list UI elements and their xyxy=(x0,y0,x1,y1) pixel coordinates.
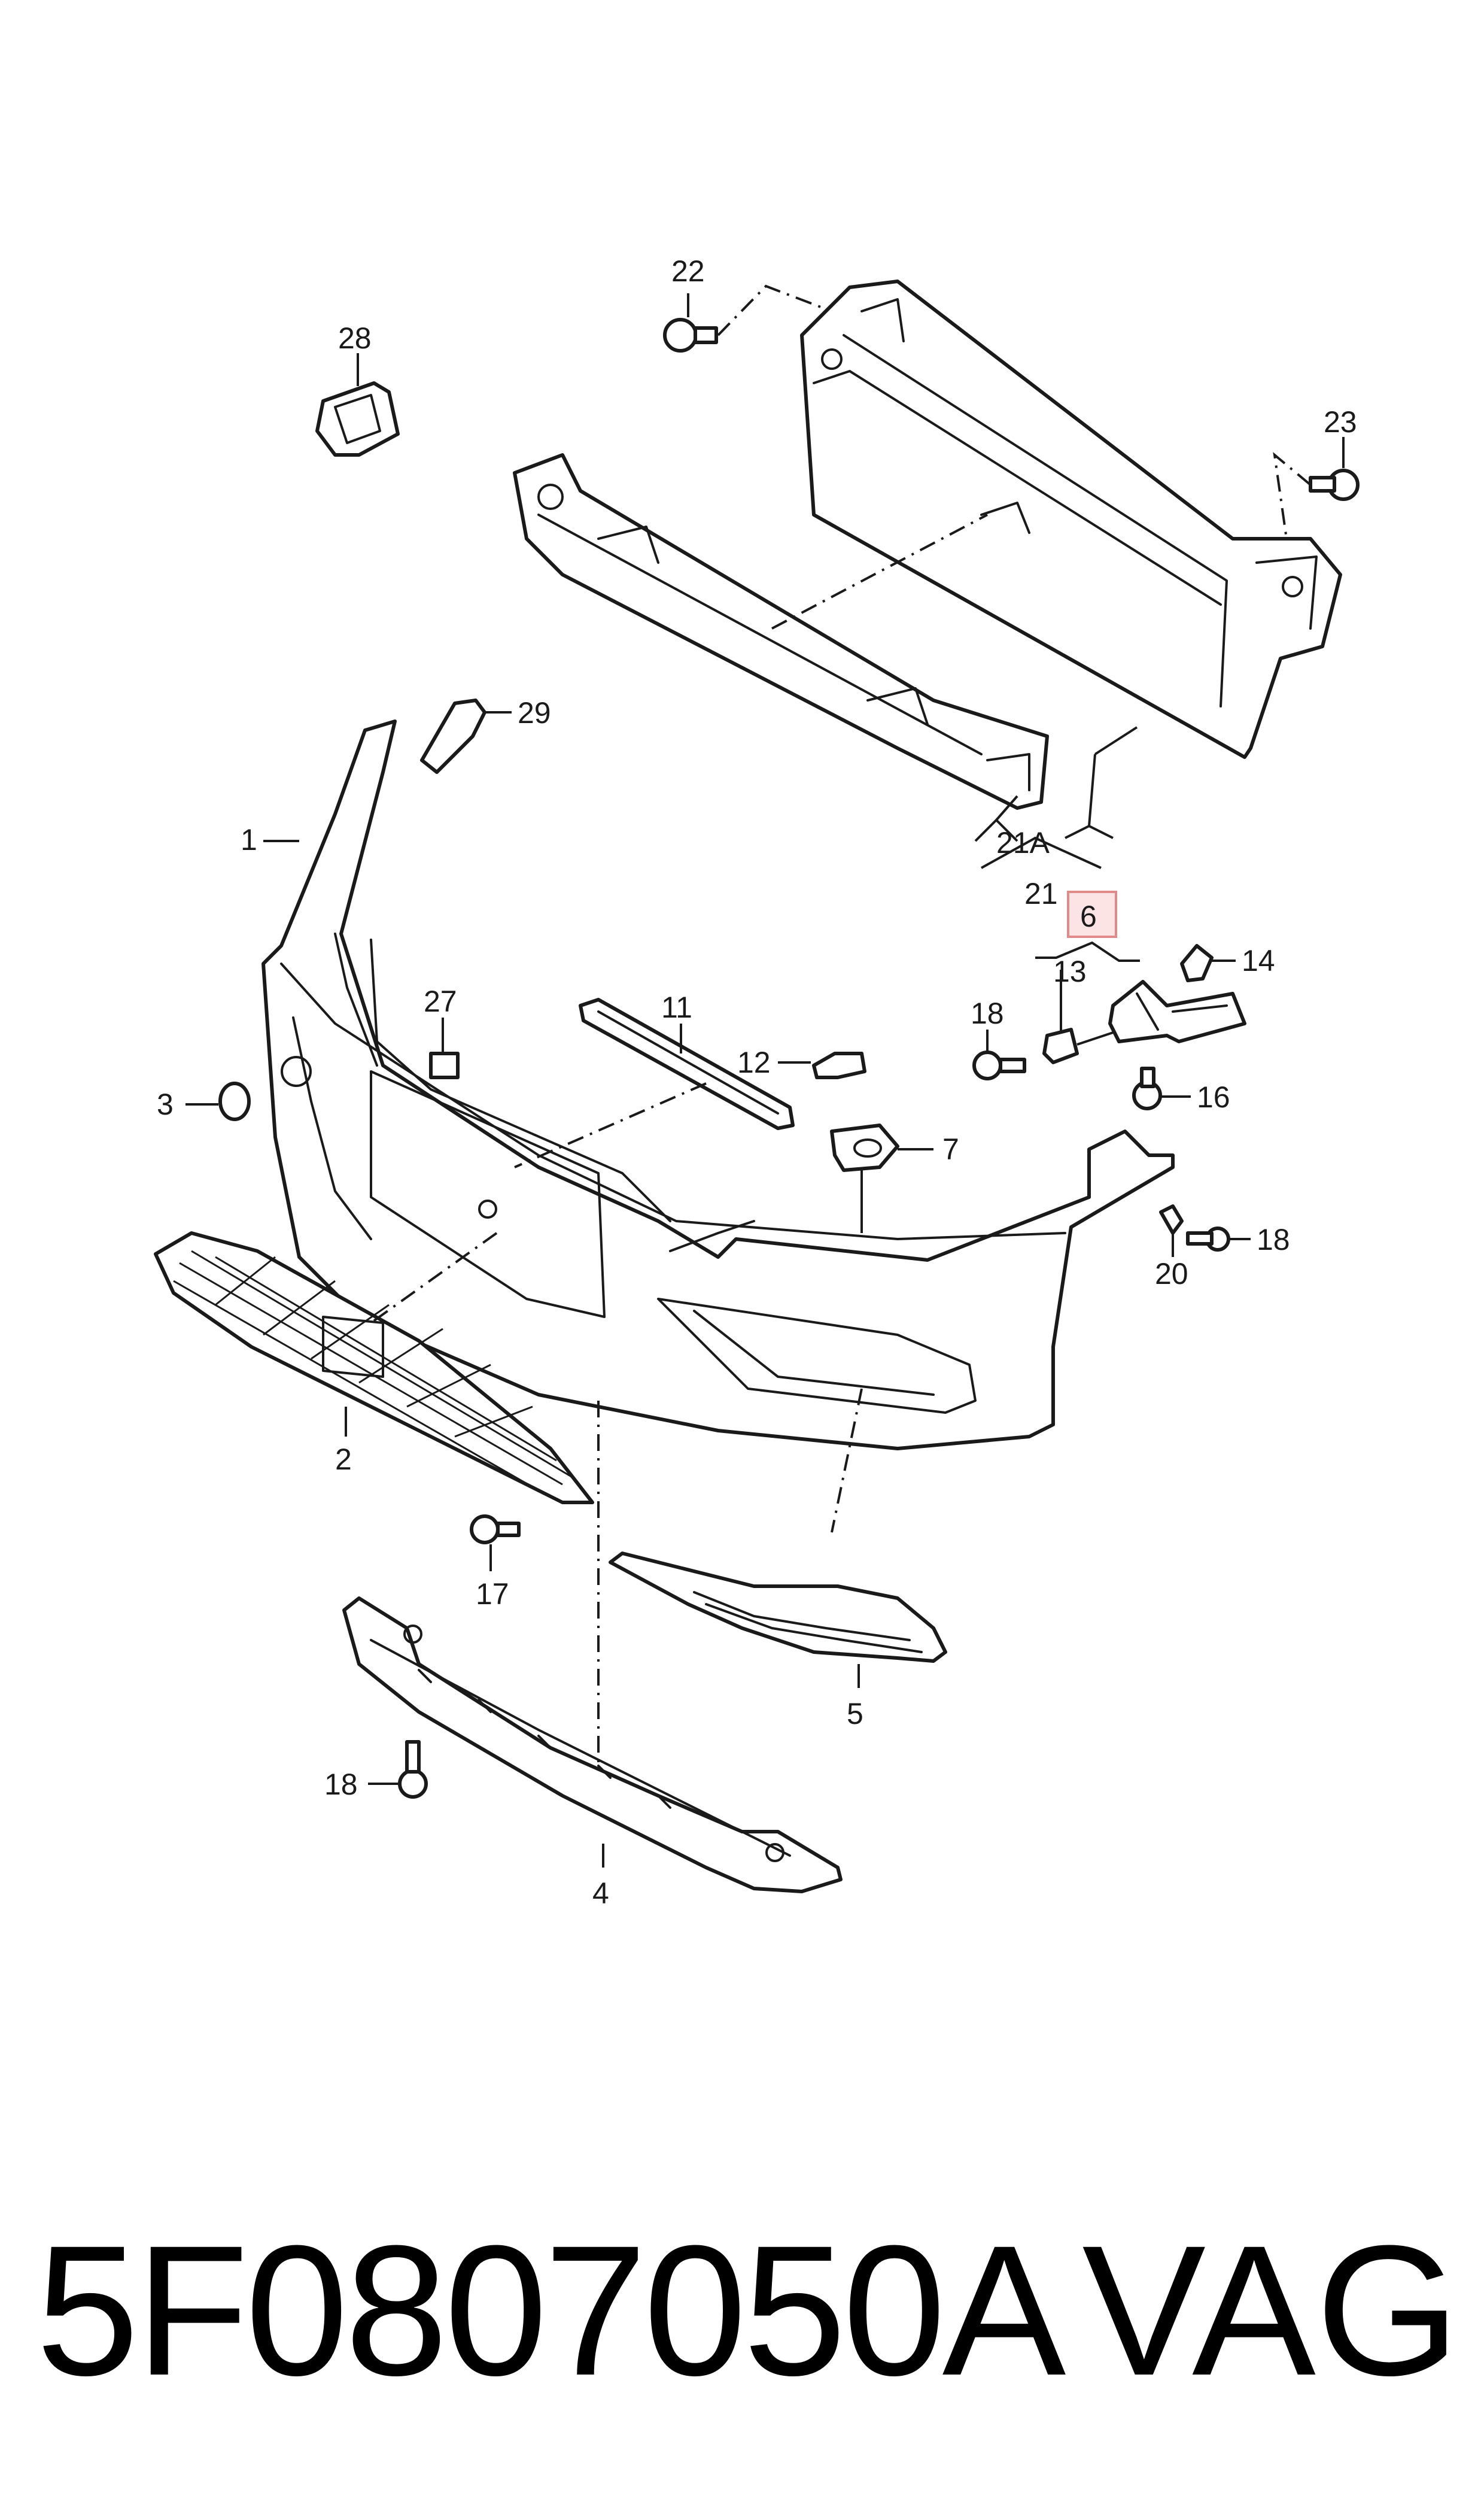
part-21a-absorber xyxy=(513,453,1049,810)
callout-29: 28 xyxy=(338,321,372,355)
part-mount-bracket xyxy=(972,944,1246,1110)
callout-5: 5 xyxy=(847,1697,863,1730)
callout-6: 6 xyxy=(1080,900,1097,933)
part-5-fog-grille xyxy=(609,1388,947,1688)
part-27-clip xyxy=(429,1018,460,1079)
callout-28: 29 xyxy=(518,696,551,730)
callout-18-left: 18 xyxy=(324,1768,358,1801)
callout-2: 2 xyxy=(335,1443,352,1476)
callout-1: 1 xyxy=(241,823,257,857)
callout-16: 16 xyxy=(1197,1080,1230,1114)
callout-18-right-lower: 18 xyxy=(1257,1223,1290,1256)
part-21-carrier xyxy=(800,280,1342,759)
group-bracket-21 xyxy=(974,726,1138,869)
part-20-clip xyxy=(1159,1204,1251,1257)
part-17-bolt xyxy=(470,1514,521,1571)
part-23-bolt xyxy=(1273,437,1360,539)
callout-21a: 21A xyxy=(996,826,1050,860)
part-11-strip xyxy=(514,998,795,1168)
callout-21: 21 xyxy=(1024,877,1058,910)
part-7-bracket xyxy=(830,1124,933,1233)
callout-7: 7 xyxy=(942,1133,959,1166)
callout-23: 23 xyxy=(1324,405,1357,439)
part-29-clip xyxy=(315,353,400,457)
centerline-21 xyxy=(771,514,988,630)
part-2-grille xyxy=(154,1231,594,1504)
part-18-bolt-left xyxy=(368,1740,428,1799)
brand-name: VAG xyxy=(1082,2206,1460,2414)
callout-12: 12 xyxy=(737,1046,771,1079)
callout-13: 13 xyxy=(1053,955,1087,988)
part-number: 5F0807050A xyxy=(36,2206,1066,2414)
part-4-spoiler xyxy=(342,1596,843,1893)
callout-22: 22 xyxy=(671,254,705,288)
callout-20: 20 xyxy=(1155,1257,1188,1291)
callout-17: 17 xyxy=(476,1577,509,1611)
callout-4: 4 xyxy=(592,1877,609,1910)
callout-27: 27 xyxy=(424,985,457,1018)
callout-3: 3 xyxy=(157,1088,174,1121)
callout-11: 11 xyxy=(661,991,692,1024)
part-1-bumper-cover xyxy=(261,719,1175,1450)
callout-18-right-upper: 18 xyxy=(971,997,1004,1030)
callout-6-highlight xyxy=(1035,891,1140,962)
part-12-cap xyxy=(778,1052,866,1079)
callout-14: 14 xyxy=(1242,944,1275,977)
part-28-bracket xyxy=(420,699,512,774)
part-22-bolt xyxy=(663,284,832,353)
part-3-cap xyxy=(186,1082,251,1121)
